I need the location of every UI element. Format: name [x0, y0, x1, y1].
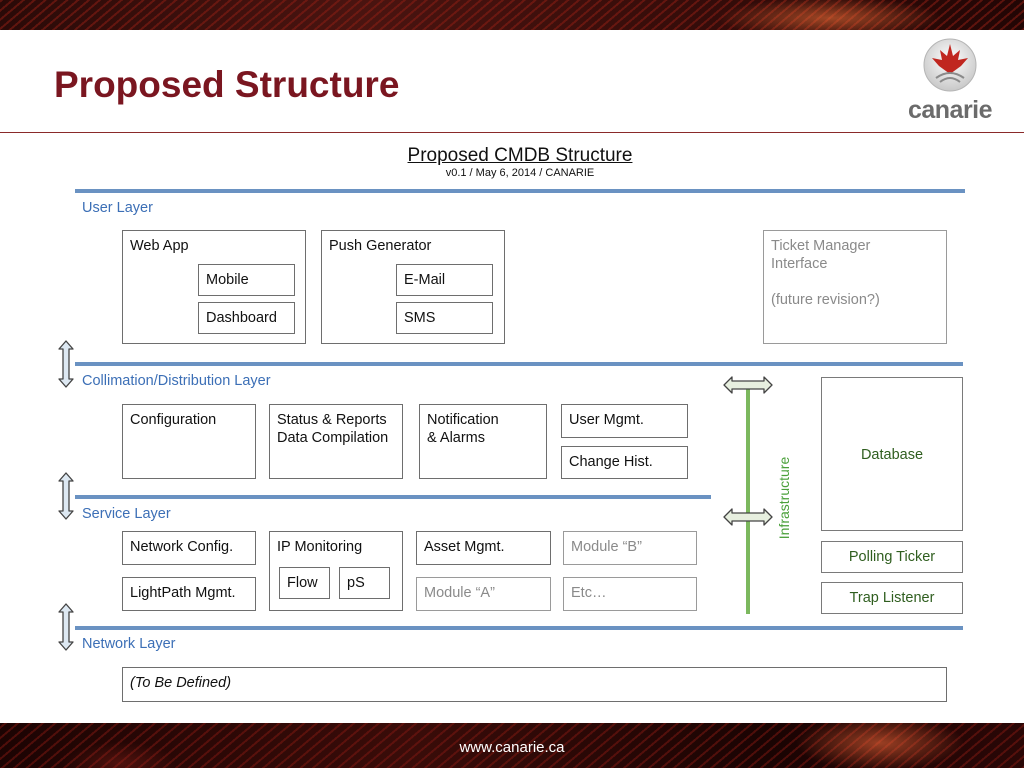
email-box: E-Mail [396, 264, 493, 296]
collimation-layer-line [75, 362, 963, 366]
tbd-box: (To Be Defined) [122, 667, 947, 702]
footer-url[interactable]: www.canarie.ca [459, 739, 565, 756]
service-layer-label: Service Layer [82, 506, 171, 522]
canarie-logo: canarie [898, 38, 1002, 124]
flow-label: Flow [287, 575, 318, 591]
double-arrow-vertical-icon [58, 603, 74, 651]
network-config-box: Network Config. [122, 531, 256, 565]
logo-text: canarie [907, 96, 993, 124]
trap-listener-box: Trap Listener [821, 582, 963, 614]
lightpath-mgmt-label: LightPath Mgmt. [130, 585, 236, 601]
database-box: Database [821, 377, 963, 531]
mobile-box: Mobile [198, 264, 295, 296]
tbd-label: (To Be Defined) [130, 675, 232, 691]
user-mgmt-label: User Mgmt. [569, 412, 644, 428]
trap-listener-label: Trap Listener [849, 590, 935, 606]
network-layer-label: Network Layer [82, 636, 176, 652]
ps-box: pS [339, 567, 390, 599]
sms-label: SMS [404, 310, 436, 326]
ps-label: pS [347, 575, 365, 591]
notification-label: Notification & Alarms [427, 412, 499, 446]
status-reports-box: Status & Reports Data Compilation [269, 404, 403, 479]
double-arrow-horizontal-icon [723, 508, 773, 526]
module-a-box: Module “A” [416, 577, 551, 611]
ip-monitoring-label: IP Monitoring [277, 539, 363, 555]
status-reports-label: Status & Reports Data Compilation [277, 412, 389, 446]
header-band [0, 0, 1024, 30]
email-label: E-Mail [404, 272, 446, 288]
user-layer-label: User Layer [82, 200, 153, 216]
notification-box: Notification & Alarms [419, 404, 547, 479]
etc-label: Etc… [571, 585, 607, 601]
mobile-label: Mobile [206, 272, 249, 288]
database-label: Database [860, 447, 924, 463]
dashboard-box: Dashboard [198, 302, 295, 334]
network-config-label: Network Config. [130, 539, 234, 555]
flow-box: Flow [279, 567, 330, 599]
web-app-label: Web App [130, 238, 189, 254]
ticket-manager-label: Ticket Manager Interface (future revisio… [771, 238, 880, 308]
double-arrow-horizontal-icon [723, 376, 773, 394]
module-b-box: Module “B” [563, 531, 697, 565]
diagram-title: Proposed CMDB Structure [407, 145, 633, 166]
footer-band [0, 723, 1024, 768]
slide-title: Proposed Structure [54, 64, 400, 105]
sms-box: SMS [396, 302, 493, 334]
user-mgmt-box: User Mgmt. [561, 404, 688, 438]
etc-box: Etc… [563, 577, 697, 611]
asset-mgmt-box: Asset Mgmt. [416, 531, 551, 565]
service-layer-line [75, 495, 711, 499]
infrastructure-line [746, 384, 750, 614]
user-layer-line [75, 189, 965, 193]
configuration-label: Configuration [130, 412, 217, 428]
configuration-box: Configuration [122, 404, 256, 479]
polling-ticker-label: Polling Ticker [848, 549, 936, 565]
asset-mgmt-label: Asset Mgmt. [424, 539, 505, 555]
polling-ticker-box: Polling Ticker [821, 541, 963, 573]
canarie-maple-leaf-icon [923, 38, 977, 92]
dashboard-label: Dashboard [206, 310, 277, 326]
push-generator-label: Push Generator [329, 238, 432, 254]
title-divider [0, 132, 1024, 133]
collimation-layer-label: Collimation/Distribution Layer [82, 373, 271, 389]
ticket-manager-box: Ticket Manager Interface (future revisio… [763, 230, 947, 344]
module-b-label: Module “B” [571, 539, 642, 555]
module-a-label: Module “A” [424, 585, 495, 601]
double-arrow-vertical-icon [58, 340, 74, 388]
network-layer-line [75, 626, 963, 630]
diagram-subtitle: v0.1 / May 6, 2014 / CANARIE [445, 167, 595, 179]
lightpath-mgmt-box: LightPath Mgmt. [122, 577, 256, 611]
infrastructure-label: Infrastructure [776, 456, 792, 540]
double-arrow-vertical-icon [58, 472, 74, 520]
change-hist-box: Change Hist. [561, 446, 688, 479]
change-hist-label: Change Hist. [569, 454, 653, 470]
